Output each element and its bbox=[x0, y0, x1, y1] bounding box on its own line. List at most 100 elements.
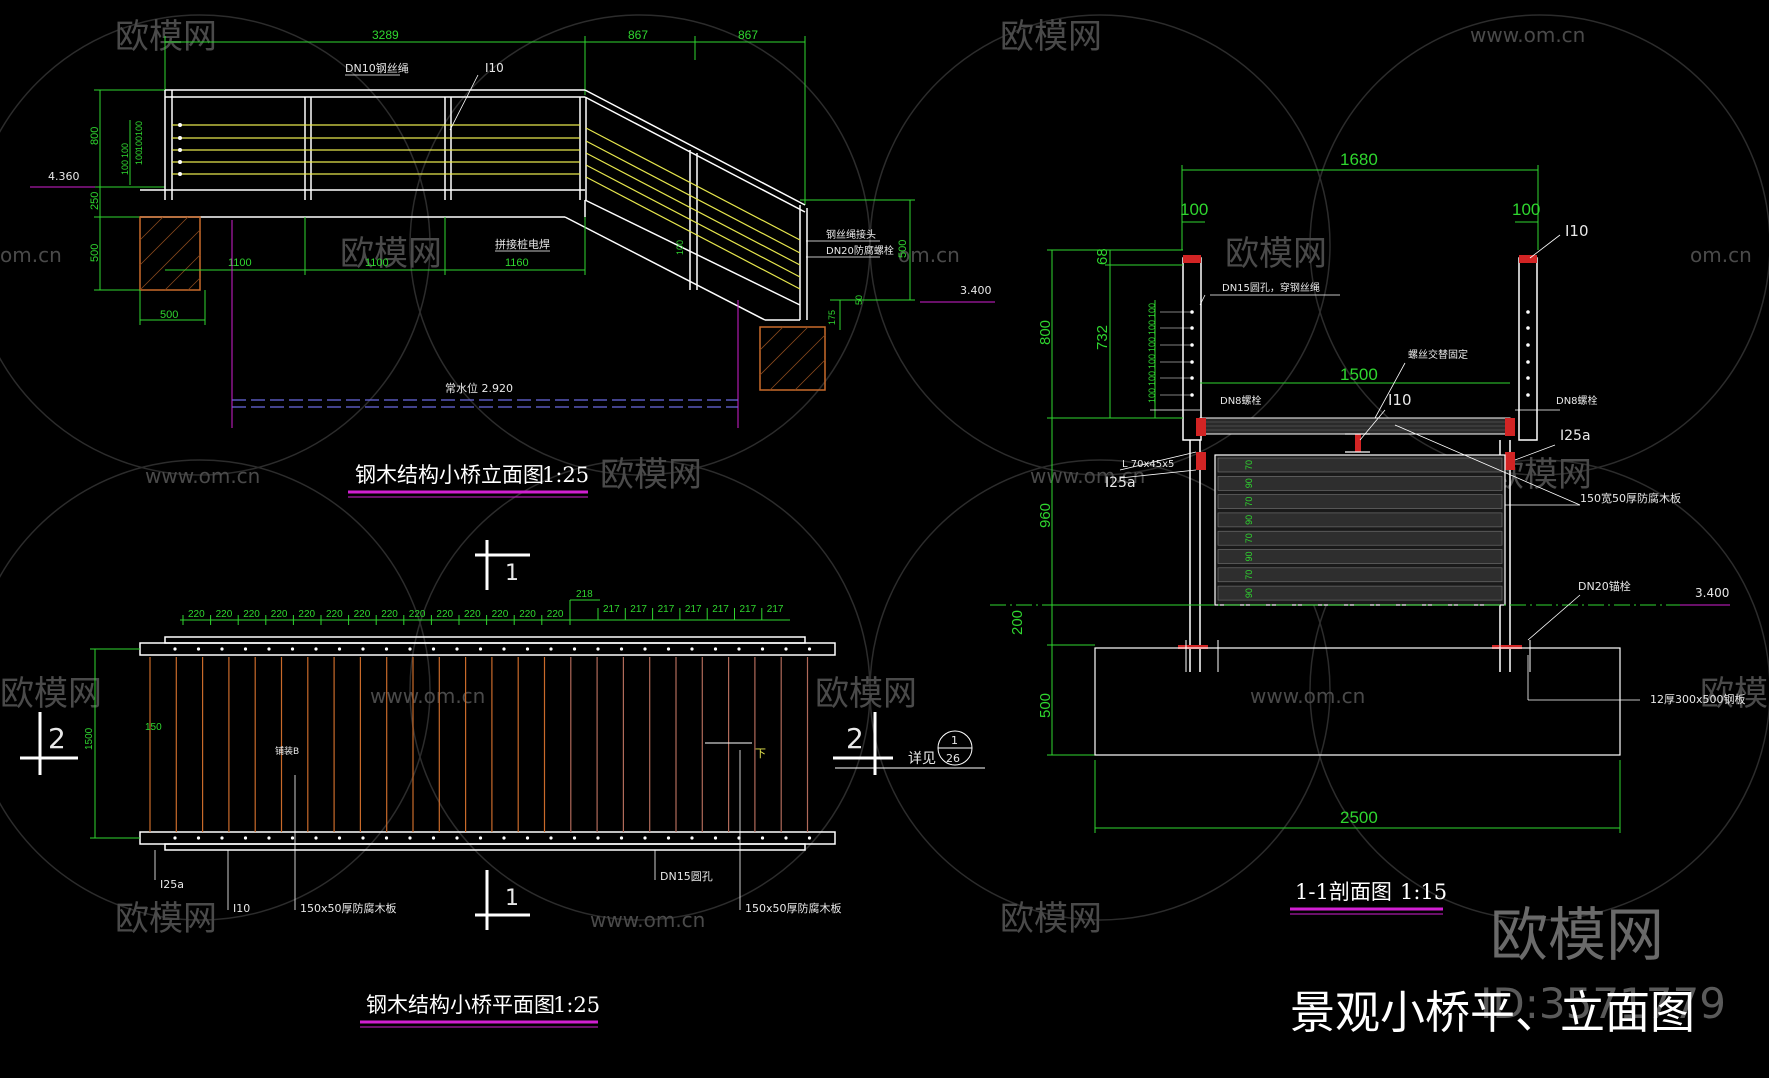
label-section-beam-mid: I10 bbox=[1388, 391, 1412, 409]
section-leaders bbox=[1119, 234, 1640, 701]
dim-800-section: 800 bbox=[1037, 320, 1054, 345]
dim-500: 500 bbox=[89, 244, 101, 262]
stack-plank bbox=[1217, 530, 1503, 546]
sheet-title: 景观小桥平、立面图 bbox=[1290, 986, 1695, 1039]
rail-bolts bbox=[178, 123, 182, 176]
rail-bolt bbox=[760, 647, 765, 651]
dim-stack: 90 bbox=[1244, 588, 1254, 598]
label-plank-right: 150x50厚防腐木板 bbox=[745, 901, 842, 915]
detail-number: 1 bbox=[951, 734, 958, 747]
rail-bolt bbox=[596, 647, 600, 651]
plan-deck-planks bbox=[149, 657, 809, 832]
anchor-plates bbox=[1178, 645, 1522, 649]
watermark-id: ID:3571779 bbox=[1480, 979, 1726, 1028]
stack-plank bbox=[1217, 457, 1503, 473]
rail-bolt bbox=[666, 836, 671, 840]
dim-plan-spacing: 220 bbox=[298, 609, 315, 620]
label-beam-25a: I25a bbox=[160, 878, 184, 891]
dim-plan-1500: 1500 bbox=[84, 727, 95, 750]
rail-bolt bbox=[619, 647, 624, 651]
rail-bolt bbox=[478, 836, 483, 840]
dim-1100-b: 1100 bbox=[365, 257, 389, 269]
rail-bolt bbox=[431, 836, 436, 840]
dim-1160: 1160 bbox=[505, 257, 529, 269]
dim-800: 800 bbox=[89, 127, 101, 145]
watermark-url: www.om.cn bbox=[1250, 684, 1365, 708]
dim-100: 100 bbox=[1147, 371, 1157, 386]
dim-867-b: 867 bbox=[738, 28, 758, 42]
section-mark-top-num: 1 bbox=[505, 561, 519, 586]
dim-plan-spacing: 217 bbox=[603, 604, 620, 615]
dim-plan-spacing: 220 bbox=[381, 609, 398, 620]
dim-960: 960 bbox=[1037, 503, 1054, 528]
rail-bolt bbox=[666, 647, 671, 651]
dim-plan-spacing: 217 bbox=[658, 604, 675, 615]
elevation-view: 3289 867 867 800 250 500 100 100 100 100… bbox=[30, 28, 995, 498]
left-footing bbox=[139, 216, 201, 291]
rail-bolt bbox=[502, 836, 506, 840]
watermark-url: om.cn bbox=[1690, 243, 1752, 267]
dim-plan-spacing: 220 bbox=[547, 609, 564, 620]
elevation-scale: 1:25 bbox=[542, 463, 589, 487]
section-plank-stack bbox=[1217, 457, 1503, 601]
rail-bolt bbox=[243, 647, 248, 651]
watermark-brand: 欧模网 bbox=[1000, 17, 1102, 57]
dim-plan-spacing: 220 bbox=[519, 609, 536, 620]
rail-bolt bbox=[549, 836, 553, 840]
detail-label: 详见 bbox=[908, 751, 936, 767]
dim-3289: 3289 bbox=[372, 28, 399, 42]
watermark-brand: 欧模网 bbox=[115, 17, 217, 57]
watermark-brand-large: 欧模网 bbox=[1490, 901, 1664, 969]
label-bolt-left: DN8螺栓 bbox=[1220, 394, 1262, 407]
rail-bolt bbox=[784, 647, 788, 651]
rail-bolt bbox=[337, 647, 342, 651]
section-mark-top bbox=[475, 540, 530, 590]
dim-plan-spacing: 220 bbox=[326, 609, 343, 620]
rail-bolt bbox=[408, 836, 412, 840]
rail-bolt bbox=[643, 647, 647, 651]
stack-plank bbox=[1217, 585, 1503, 601]
dim-stack: 70 bbox=[1244, 570, 1254, 580]
yellow-rails-flat bbox=[172, 124, 580, 175]
post-cap-left bbox=[1183, 255, 1201, 263]
dim-68: 68 bbox=[1094, 248, 1111, 265]
label-hole-rope: DN15圆孔，穿钢丝绳 bbox=[1222, 281, 1320, 294]
watermark-brand: 欧模网 bbox=[1700, 674, 1769, 714]
section-foundation bbox=[1094, 647, 1621, 756]
watermark-url: www.om.cn bbox=[590, 908, 705, 932]
dim-stack: 90 bbox=[1244, 551, 1254, 561]
dim-plan-150: 150 bbox=[145, 722, 162, 733]
dim-500-foot: 500 bbox=[160, 309, 178, 321]
dim-100: 100 bbox=[1147, 388, 1157, 403]
label-plank-left: 150x50厚防腐木板 bbox=[300, 901, 397, 915]
label-anchor: DN20锚栓 bbox=[1578, 579, 1631, 593]
label-bolt-right: DN8螺栓 bbox=[1556, 394, 1598, 407]
water-lines bbox=[232, 399, 738, 408]
plan-rail-bolts bbox=[173, 647, 812, 840]
level-4360: 4.360 bbox=[48, 170, 80, 183]
rail-bolt bbox=[643, 836, 647, 840]
rail-bolt bbox=[596, 836, 600, 840]
plan-title: 钢木结构小桥平面图 bbox=[366, 993, 555, 1017]
dim-200: 200 bbox=[1009, 610, 1026, 635]
plan-leaders bbox=[154, 750, 741, 910]
watermark-url: om.cn bbox=[898, 243, 960, 267]
elevation-top-dimension bbox=[164, 36, 806, 205]
dim-100: 100 bbox=[1147, 354, 1157, 369]
rail-bolt bbox=[690, 647, 694, 651]
post-cap-right bbox=[1519, 255, 1537, 263]
dim-218: 218 bbox=[576, 589, 593, 600]
dim-stack: 90 bbox=[1244, 515, 1254, 525]
plan-left-dim bbox=[90, 648, 140, 839]
rail-bolt bbox=[290, 836, 295, 840]
elevation-bottom-dims bbox=[139, 217, 586, 325]
rail-bolt bbox=[337, 836, 342, 840]
watermark-brand: 欧模网 bbox=[1000, 899, 1102, 939]
dim-plan-spacing: 220 bbox=[243, 609, 260, 620]
detail-sheet: 26 bbox=[946, 752, 960, 765]
rail-bolt bbox=[713, 647, 718, 651]
dim-2500: 2500 bbox=[1340, 808, 1378, 827]
dim-stack: 70 bbox=[1244, 497, 1254, 507]
dim-right-500: 500 bbox=[897, 240, 909, 258]
